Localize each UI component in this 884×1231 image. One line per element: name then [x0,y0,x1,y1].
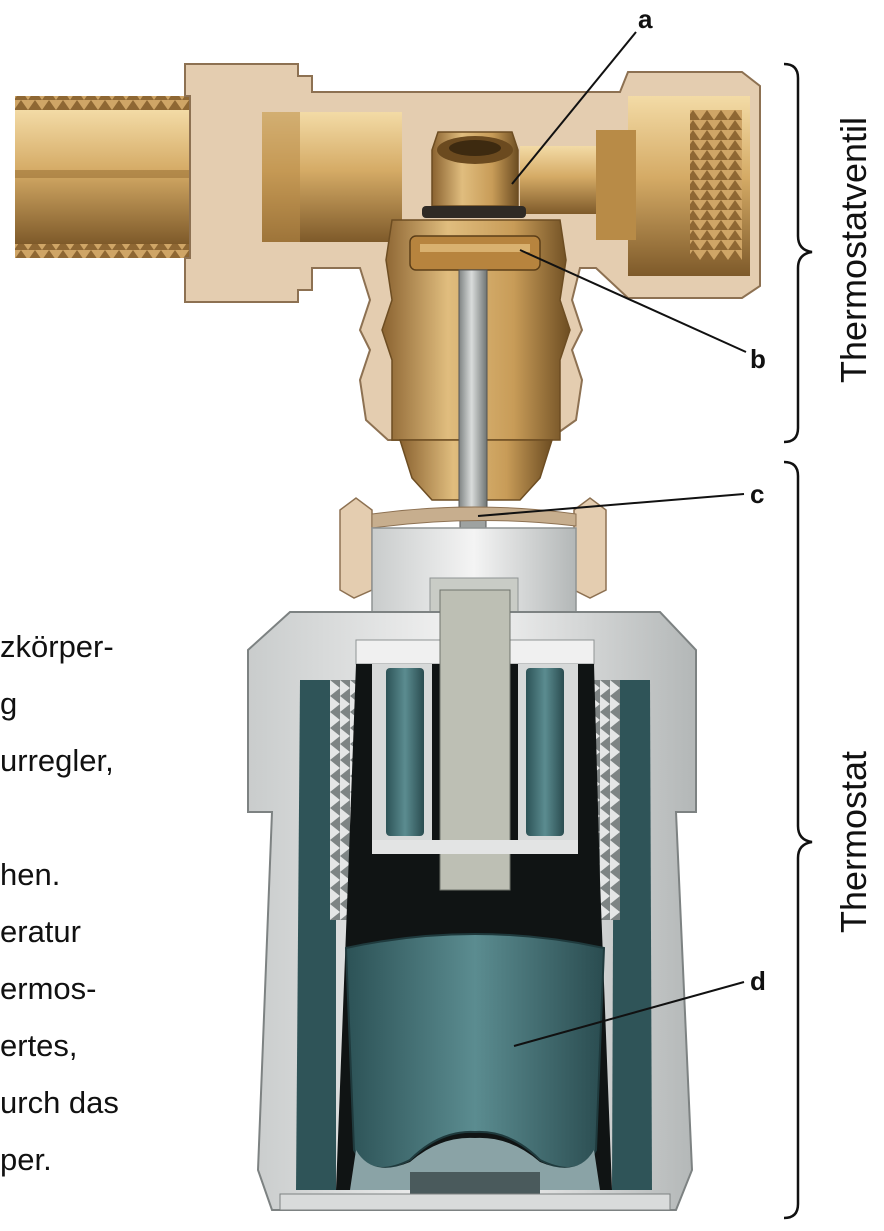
text-line-2: g [0,686,18,721]
text-line-7: ermos- [0,971,97,1006]
piston-right [526,668,564,836]
callout-a: a [638,4,653,34]
leader-a [511,31,637,185]
leader-c [477,493,745,517]
body-text: zkörper- g urregler, hen. eratur ermos- … [0,618,200,1188]
label-thermostatventil: Thermostatventil [833,117,874,383]
text-line-6: eratur [0,914,81,949]
text-line-10: per. [0,1142,52,1177]
label-thermostat: Thermostat [833,751,874,933]
leader-d [513,981,745,1047]
union-thread [690,110,742,260]
text-line-8: ertes, [0,1028,78,1063]
text-line-1: zkörper- [0,629,114,664]
callout-d: d [750,966,766,996]
text-line-3: urregler, [0,743,114,778]
callout-c: c [750,479,764,509]
piston-left [386,668,424,836]
callouts [477,31,747,1047]
bracket-valve [783,62,813,444]
sensor-bellows [344,933,606,1169]
inlet-thread-top [15,96,190,110]
thermostat-head [247,497,697,1211]
valve-spindle [458,269,488,521]
inlet-thread-bottom [15,244,190,258]
leader-b [519,249,747,353]
valve-disc [409,235,541,271]
bracket-thermostat [783,460,813,1220]
text-line-5: hen. [0,857,61,892]
text-line-9: urch das [0,1085,119,1120]
coupling-nut [339,497,373,599]
callout-b: b [750,344,766,374]
valve-body [15,63,761,541]
